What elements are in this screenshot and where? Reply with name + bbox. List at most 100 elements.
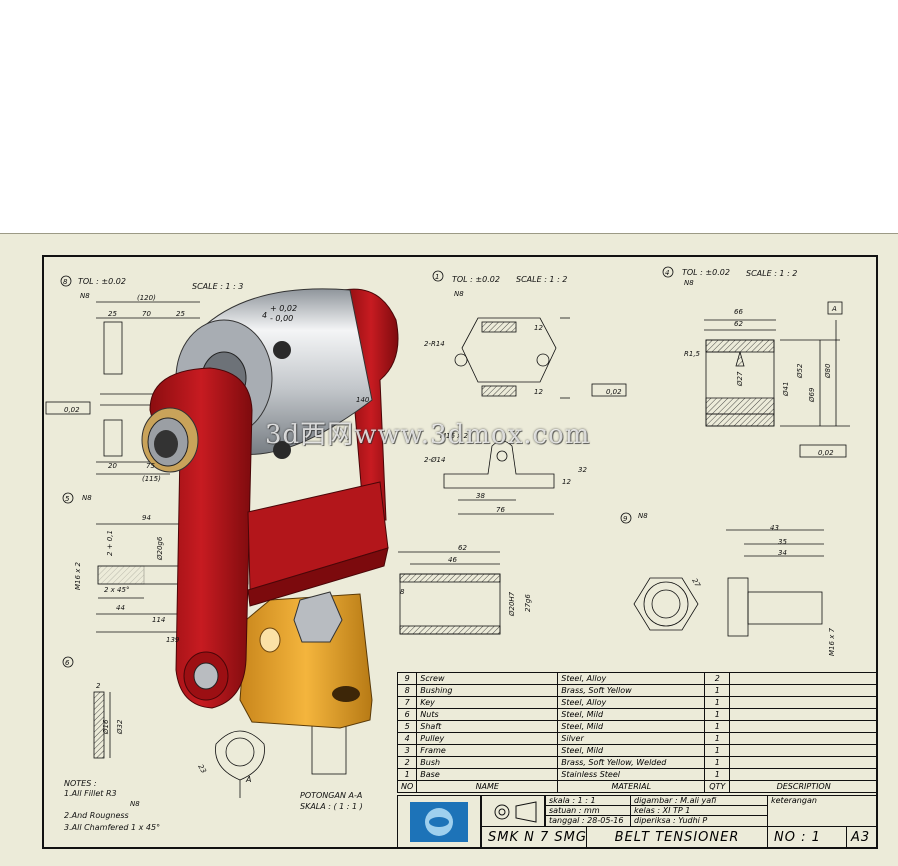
parts-list-cell-material: Steel, Mild — [557, 720, 706, 733]
parts-list-cell-desc — [729, 696, 878, 709]
dim-r15: R1,5 — [684, 350, 701, 358]
parts-list-cell-material: Stainless Steel — [557, 768, 706, 781]
parts-list-cell-name: Base — [416, 768, 559, 781]
parts-list-cell-name: Frame — [416, 744, 559, 757]
dim-tol-plus: + 0,02 — [270, 304, 297, 313]
parts-list-cell-material: Steel, Mild — [557, 744, 706, 757]
view-1-tol: TOL : ±0.02 — [452, 275, 500, 284]
dim-25b: 25 — [176, 310, 185, 318]
parts-list-header-desc: DESCRIPTION — [729, 780, 878, 793]
dim-12a: 12 — [534, 324, 543, 332]
view-8-tol: TOL : ±0.02 — [78, 277, 126, 286]
view-5-n: N8 — [82, 494, 92, 502]
dim-2-r14: 2-R14 — [424, 340, 445, 348]
parts-list-cell-no: 1 — [396, 768, 418, 781]
parts-list-cell-no: 5 — [396, 720, 418, 733]
dim-12c: 12 — [562, 478, 571, 486]
dim-43: 43 — [770, 524, 779, 532]
dim-32: 32 — [578, 466, 587, 474]
dim-12b: 12 — [534, 388, 543, 396]
section-title: POTONGAN A-A — [300, 791, 362, 800]
parts-list-cell-qty: 1 — [704, 684, 731, 697]
dim-25a: 25 — [108, 310, 117, 318]
parts-list-cell-desc — [729, 684, 878, 697]
notes-title: NOTES : — [64, 779, 97, 788]
view-4-tol: TOL : ±0.02 — [682, 268, 730, 277]
parts-list-cell-desc — [729, 672, 878, 685]
dim-38: 38 — [476, 492, 485, 500]
dim-o52: Ø52 — [796, 363, 804, 379]
dim-o32: Ø32 — [116, 719, 124, 735]
dim-o16: Ø16 — [102, 719, 110, 735]
datum-a: A — [831, 305, 837, 313]
notes-n: N8 — [130, 800, 140, 808]
parts-list-cell-qty: 1 — [704, 744, 731, 757]
dim-46: 46 — [448, 556, 457, 564]
parts-list-cell-qty: 1 — [704, 768, 731, 781]
dim-2: 2 — [96, 682, 101, 690]
parts-list-cell-qty: 1 — [704, 756, 731, 769]
watermark-text: 3d西网www.3dmox.com — [265, 420, 591, 450]
view-6-number: 6 — [65, 659, 70, 667]
section-marker: A — [245, 775, 251, 784]
view-8-scale: SCALE : 1 : 3 — [192, 282, 243, 291]
dim-2-o14: 2-Ø14 — [424, 456, 445, 464]
parts-list-cell-qty: 1 — [704, 708, 731, 721]
parts-list-cell-qty: 2 — [704, 672, 731, 685]
dim-o27: Ø27 — [736, 371, 744, 387]
dim-139: 139 — [166, 636, 180, 644]
school-logo-icon — [410, 802, 468, 842]
assembly-render — [141, 288, 399, 729]
parts-list-cell-name: Key — [416, 696, 559, 709]
parts-list-cell-qty: 1 — [704, 732, 731, 745]
tb-size: A3 — [846, 826, 878, 849]
parts-list-cell-name: Bushing — [416, 684, 559, 697]
dim-o20h7: Ø20H7 — [508, 591, 516, 617]
parts-list-cell-name: Nuts — [416, 708, 559, 721]
dim-27g6: 27g6 — [524, 594, 532, 612]
dim-o69: Ø69 — [808, 387, 816, 403]
dim-120: (120) — [137, 294, 156, 302]
parts-list-cell-no: 3 — [396, 744, 418, 757]
parts-list-cell-no: 2 — [396, 756, 418, 769]
dim-44: 44 — [116, 604, 125, 612]
dim-o20g6: Ø20g6 — [156, 536, 164, 561]
dim-o20-tol: 2 + 0,1 — [106, 530, 114, 556]
parts-list-header-material: MATERIAL — [557, 780, 706, 793]
dim-94: 94 — [142, 514, 151, 522]
parts-list-cell-desc — [729, 720, 878, 733]
dim-o41: Ø41 — [782, 382, 790, 397]
dim-m16-1: M16 x 2 — [440, 432, 469, 440]
dim-70: 70 — [142, 310, 151, 318]
parts-list-cell-material: Brass, Soft Yellow — [557, 684, 706, 697]
parts-list-cell-material: Silver — [557, 732, 706, 745]
dim-66: 66 — [734, 308, 743, 316]
projection-icon — [494, 801, 537, 823]
parts-list-cell-name: Pulley — [416, 732, 559, 745]
view-4-number: 4 — [665, 269, 669, 277]
tb-title: BELT TENSIONER — [586, 826, 768, 849]
view-8-number: 8 — [63, 278, 68, 286]
parts-list-cell-material: Brass, Soft Yellow, Welded — [557, 756, 706, 769]
note-1: 1.All Fillet R3 — [64, 789, 117, 798]
dim-23: 23 — [196, 763, 207, 775]
note-2: 2.And Rougness — [64, 811, 129, 820]
dim-115: (115) — [142, 475, 161, 483]
dim-75: 75 — [146, 462, 155, 470]
view-1-scale: SCALE : 1 : 2 — [516, 275, 567, 284]
projection-symbol — [481, 795, 545, 827]
view-9-number: 9 — [623, 515, 628, 523]
dim-chamfer: 2 x 45° — [104, 586, 129, 594]
parts-list-cell-name: Shaft — [416, 720, 559, 733]
parts-list-header-qty: QTY — [704, 780, 731, 793]
dim-62b: 62 — [458, 544, 467, 552]
parts-list-cell-desc — [729, 708, 878, 721]
view-1-number: 1 — [435, 273, 439, 281]
parts-list-cell-qty: 1 — [704, 720, 731, 733]
parts-list-cell-desc — [729, 732, 878, 745]
parts-list-cell-qty: 1 — [704, 696, 731, 709]
